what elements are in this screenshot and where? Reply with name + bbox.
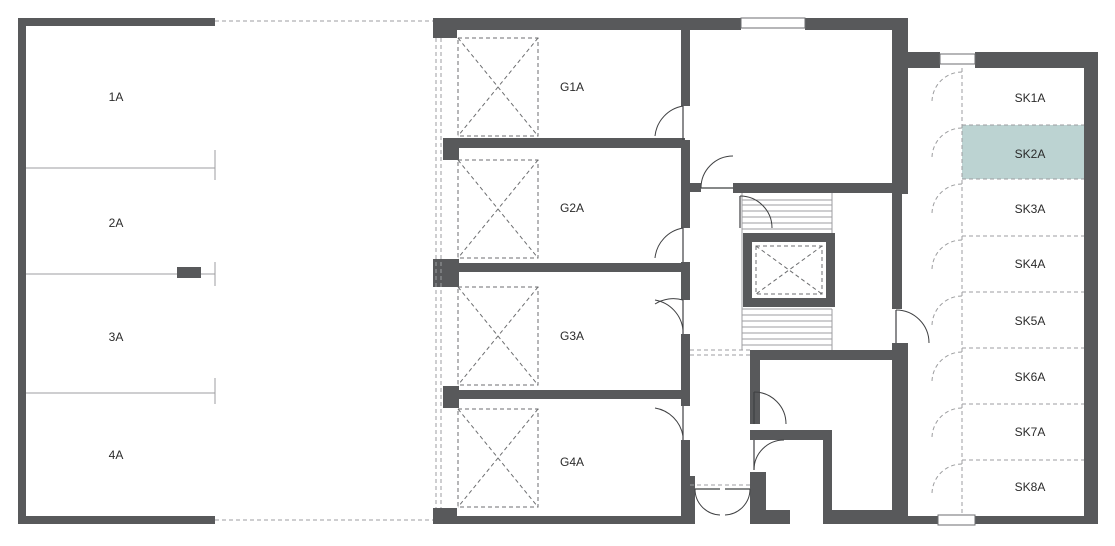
storage-unit-label-highlighted[interactable]: SK2A — [1015, 147, 1046, 161]
garage-label[interactable]: G3A — [560, 329, 584, 343]
garage-label[interactable]: G2A — [560, 201, 584, 215]
core-doors — [694, 155, 930, 516]
garage-4-car-marker — [457, 408, 539, 508]
parking-space-label[interactable]: 4A — [109, 448, 124, 462]
garage-doors — [654, 105, 684, 440]
storage-unit-label[interactable]: SK3A — [1015, 202, 1046, 216]
storage-unit-label[interactable]: SK8A — [1015, 480, 1046, 494]
storage-block — [900, 52, 1098, 526]
open-parking-area — [18, 18, 433, 524]
central-core — [690, 18, 908, 524]
garage-label[interactable]: G1A — [560, 80, 584, 94]
storage-unit-label[interactable]: SK7A — [1015, 425, 1046, 439]
parking-space-label[interactable]: 2A — [109, 216, 124, 230]
staircase — [741, 193, 833, 350]
garage-3-car-marker — [457, 286, 539, 386]
storage-unit-label[interactable]: SK5A — [1015, 314, 1046, 328]
garage-block — [433, 17, 908, 524]
storage-unit-label[interactable]: SK1A — [1015, 91, 1046, 105]
elevator-shaft — [743, 233, 835, 307]
storage-unit-label[interactable]: SK4A — [1015, 257, 1046, 271]
garage-2-car-marker — [457, 159, 539, 259]
garage-1-car-marker — [457, 37, 539, 137]
garage-label[interactable]: G4A — [560, 455, 584, 469]
parking-space-label[interactable]: 1A — [109, 90, 124, 104]
storage-unit-label[interactable]: SK6A — [1015, 370, 1046, 384]
parking-space-label[interactable]: 3A — [109, 330, 124, 344]
